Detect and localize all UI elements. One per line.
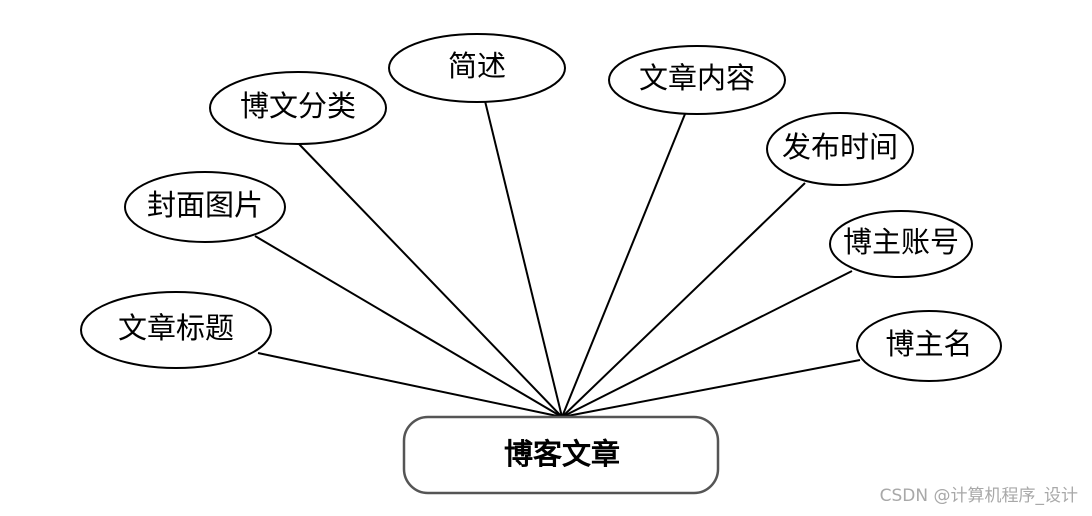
attribute-label: 博文分类 (240, 89, 356, 123)
attribute-label: 博主名 (885, 327, 972, 361)
attribute-ellipse (608, 45, 786, 115)
attribute-label: 简述 (448, 49, 506, 83)
attribute-label: 文章标题 (118, 311, 234, 345)
attribute-label: 封面图片 (147, 188, 263, 222)
attribute-ellipse (766, 112, 914, 186)
attribute-ellipse (856, 310, 1002, 382)
attribute-ellipse (124, 171, 286, 243)
attribute-blogger-name: 博主名 (856, 310, 1002, 382)
edge-publish-time (561, 182, 806, 418)
edge-summary (484, 100, 563, 418)
entity-box (402, 415, 720, 495)
watermark: CSDN @计算机程序_设计 (879, 486, 1078, 506)
attribute-article-title: 文章标题 (80, 291, 272, 369)
entity-label: 博客文章 (504, 437, 620, 471)
edge-article-content (561, 113, 686, 418)
attribute-blog-category: 博文分类 (209, 71, 387, 145)
attribute-ellipse (80, 291, 272, 369)
attribute-summary: 简述 (388, 33, 566, 103)
attribute-ellipse (388, 33, 566, 103)
entity-node: 博客文章 (402, 415, 720, 495)
attribute-ellipse (209, 71, 387, 145)
attribute-article-content: 文章内容 (608, 45, 786, 115)
attribute-blogger-account: 博主账号 (829, 210, 973, 278)
attribute-ellipse (829, 210, 973, 278)
edge-cover-image (254, 235, 563, 418)
edge-blogger-account (561, 270, 853, 418)
attribute-publish-time: 发布时间 (766, 112, 914, 186)
edge-blog-category (297, 142, 563, 418)
edges-layer (254, 100, 861, 418)
attribute-label: 发布时间 (782, 130, 898, 164)
edge-blogger-name (561, 359, 861, 418)
edge-article-title (257, 352, 563, 418)
attribute-label: 博主账号 (843, 225, 959, 259)
attribute-cover-image: 封面图片 (124, 171, 286, 243)
attribute-label: 文章内容 (639, 61, 755, 95)
